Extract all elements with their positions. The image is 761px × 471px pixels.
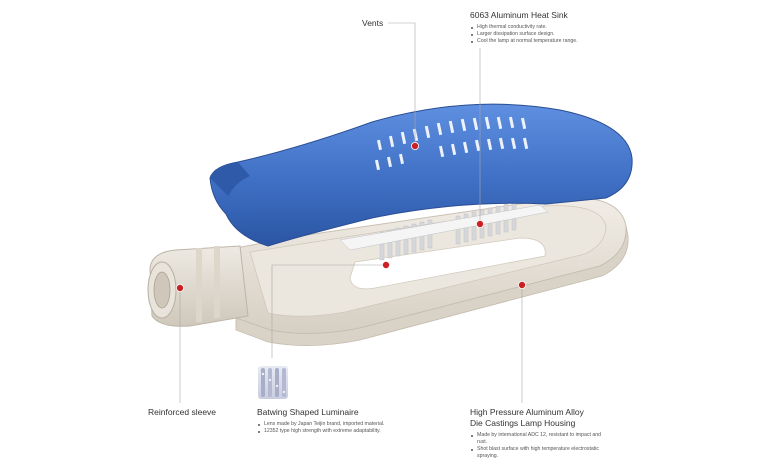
luminaire-callout: Batwing Shaped Luminaire Lens made by Ja… <box>257 407 384 435</box>
list-item: Larger dissipation surface design. <box>470 31 578 38</box>
heat-sink-callout: 6063 Aluminum Heat Sink High thermal con… <box>470 10 578 45</box>
heat-sink-bullets: High thermal conductivity rate. Larger d… <box>470 24 578 45</box>
heat-sink-title: 6063 Aluminum Heat Sink <box>470 10 568 20</box>
vents-leader <box>388 22 416 144</box>
luminaire-title: Batwing Shaped Luminaire <box>257 407 359 417</box>
callout-markers <box>175 141 527 292</box>
housing-marker <box>518 280 527 289</box>
housing-title-line1: High Pressure Aluminum Alloy <box>470 407 584 417</box>
reinforced-sleeve <box>147 245 249 327</box>
list-item: Cool the lamp at normal temperature rang… <box>470 38 578 45</box>
sleeve-callout: Reinforced sleeve <box>148 407 216 418</box>
leader-lines <box>179 22 523 403</box>
sleeve-marker <box>175 283 184 292</box>
vents-marker <box>410 141 419 150</box>
list-item: Shot blast surface with high temperature… <box>470 446 605 460</box>
vents-callout: Vents <box>362 18 383 29</box>
lens-icon <box>261 368 286 397</box>
list-item: High thermal conductivity rate. <box>470 24 578 31</box>
luminaire-marker <box>381 260 390 269</box>
list-item: 12352 type high strength with extreme ad… <box>257 428 384 435</box>
vent-slots <box>374 116 529 171</box>
heat-sink-marker <box>475 219 484 228</box>
luminaire-leader <box>271 264 385 358</box>
housing-bullets: Made by international ADC 12, resistant … <box>470 432 605 460</box>
housing-title-line2: Die Castings Lamp Housing <box>470 418 576 428</box>
sleeve-title: Reinforced sleeve <box>148 407 217 417</box>
lens-thumbnail <box>258 366 288 399</box>
vents-title: Vents <box>362 18 384 28</box>
luminaire-bullets: Lens made by Japan Teijin brand, importe… <box>257 421 384 435</box>
vented-cover <box>209 103 633 247</box>
housing-callout: High Pressure Aluminum Alloy Die Casting… <box>470 407 605 460</box>
lamp-housing <box>235 197 629 346</box>
list-item: Made by international ADC 12, resistant … <box>470 432 605 446</box>
list-item: Lens made by Japan Teijin brand, importe… <box>257 421 384 428</box>
